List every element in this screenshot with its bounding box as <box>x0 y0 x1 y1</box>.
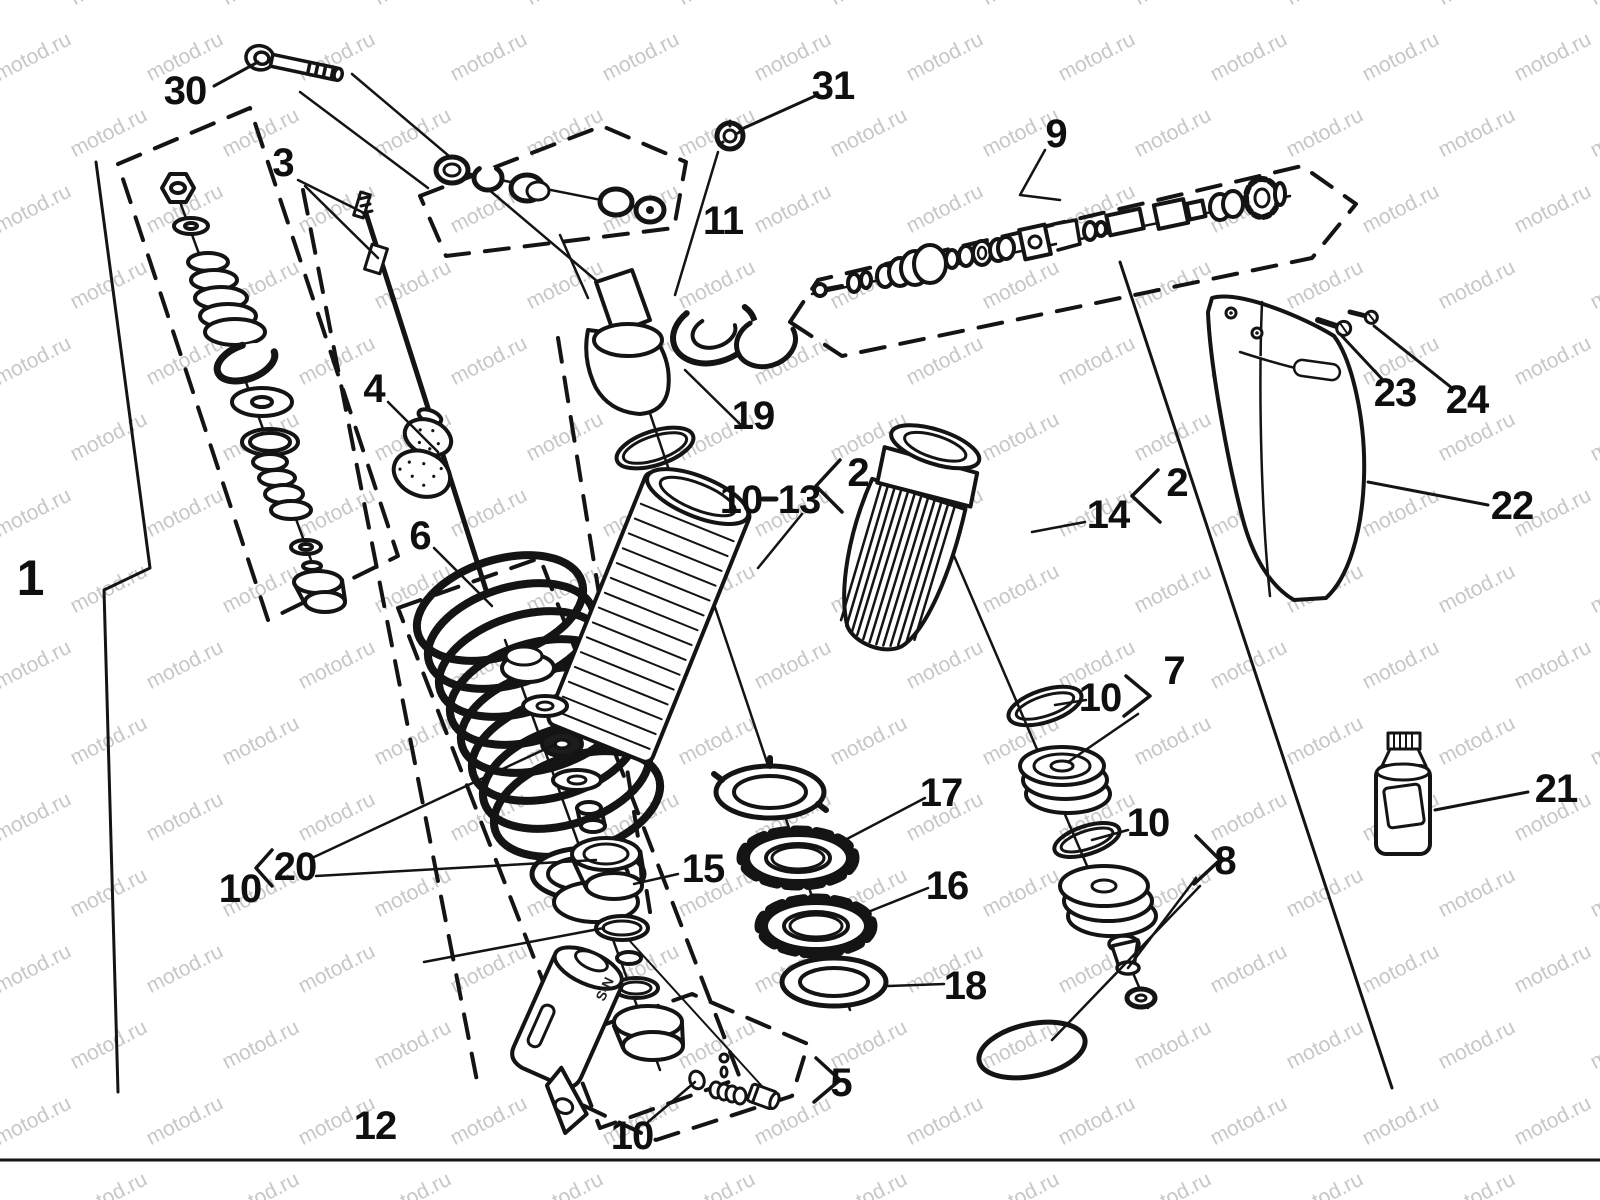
part-label-4: 4 <box>363 367 386 411</box>
part-label-16: 16 <box>926 864 969 908</box>
bracket-2-left <box>814 458 844 514</box>
dust-boot-14 <box>839 423 982 652</box>
o-ring-10-top <box>614 425 696 471</box>
group-1-top-box <box>116 106 400 622</box>
part-label-2: 2 <box>1166 461 1187 505</box>
part-label-3: 3 <box>272 141 293 185</box>
bracket-5 <box>812 1056 842 1104</box>
upper-mount-19 <box>584 268 798 416</box>
part-label-10: 10 <box>219 867 262 911</box>
part-label-10: 10 <box>720 478 763 522</box>
part-label-10: 10 <box>1079 676 1122 720</box>
right-lower-stack <box>976 684 1158 1081</box>
part-label-7: 7 <box>1163 649 1184 693</box>
bump-rubber-4 <box>391 407 454 499</box>
lock-ring-column <box>711 755 889 1009</box>
shock-body-13 <box>546 467 752 764</box>
part-label-23: 23 <box>1374 371 1417 415</box>
part-label-10: 10 <box>611 1114 654 1158</box>
leader-lines <box>212 60 1530 1124</box>
group-12-box <box>396 556 742 1130</box>
part-label-20: 20 <box>274 845 317 889</box>
end-nut <box>1124 986 1158 1010</box>
part-label-6: 6 <box>409 514 430 558</box>
piston-seal-7 <box>1018 745 1112 815</box>
o-ring-10-r1 <box>1006 684 1084 728</box>
group-5-box <box>558 992 810 1142</box>
part-label-5: 5 <box>830 1061 852 1105</box>
damper-internals-9 <box>812 176 1287 298</box>
washer-set-11 <box>433 154 667 225</box>
adjusting-nut-17 <box>736 825 860 891</box>
left-lower-stack <box>500 645 685 1062</box>
part-label-10: 10 <box>1127 801 1170 845</box>
part-label-14: 14 <box>1087 493 1131 537</box>
oil-bottle-21 <box>1374 731 1432 856</box>
part-label-1: 1 <box>17 550 44 606</box>
bolt-24 <box>1347 309 1379 325</box>
part-label-24: 24 <box>1446 378 1490 422</box>
part-label-19: 19 <box>732 394 775 438</box>
part-label-17: 17 <box>920 771 963 815</box>
group-brackets <box>254 458 1222 1104</box>
part-label-2: 2 <box>847 451 868 495</box>
o-ring-10-r2 <box>1052 821 1122 859</box>
washer-18 <box>779 955 889 1009</box>
group-9-box <box>788 164 1358 358</box>
part-label-15: 15 <box>682 847 725 891</box>
part-label-18: 18 <box>944 964 987 1008</box>
group-outlines <box>116 106 1358 1142</box>
bracket-10-20 <box>254 848 274 888</box>
dashed-boundary-left <box>301 188 480 1088</box>
part-label-21: 21 <box>1535 767 1578 811</box>
large-o-ring <box>976 1019 1088 1081</box>
bracket-7 <box>1122 674 1152 718</box>
bolt-30 <box>244 43 345 83</box>
part-label-22: 22 <box>1491 484 1534 528</box>
adjusting-nut-16 <box>754 893 878 959</box>
part-label-12: 12 <box>354 1104 397 1148</box>
lock-ring-plain <box>711 755 829 821</box>
piston-8 <box>1058 864 1158 938</box>
part-label-30: 30 <box>164 69 207 113</box>
reservoir-body <box>510 945 625 1135</box>
part-label-13: 13 <box>778 478 821 522</box>
part-label-8: 8 <box>1214 839 1236 883</box>
nut-31 <box>714 119 746 152</box>
valve-parts-5 <box>688 1052 781 1111</box>
group-1-bracket <box>94 160 152 1094</box>
bracket-2-right <box>1130 468 1162 524</box>
top-left-stack <box>160 172 347 614</box>
group-11-box <box>418 124 688 258</box>
part-label-11: 11 <box>703 199 744 243</box>
bracket-8 <box>1192 834 1222 886</box>
part-label-9: 9 <box>1045 112 1066 156</box>
part-label-31: 31 <box>812 64 855 108</box>
mud-guard-22 <box>1206 294 1367 602</box>
